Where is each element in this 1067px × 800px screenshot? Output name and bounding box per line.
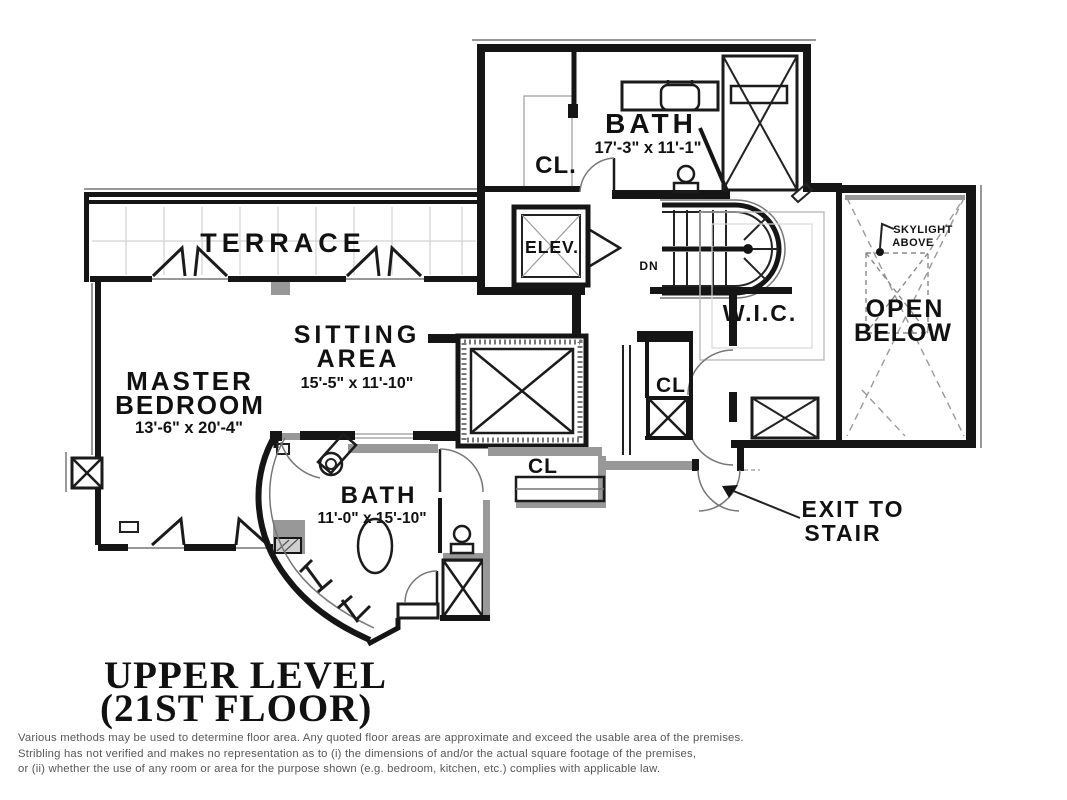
elevator-label: ELEV.	[525, 237, 579, 257]
toilet-upper	[672, 164, 700, 194]
skylight-leader-line	[879, 222, 895, 249]
bath-curved-wall	[255, 432, 375, 643]
skylight-label-1: SKYLIGHT	[893, 224, 953, 236]
upper-bath-dims: 17'-3" x 11'-1"	[595, 139, 702, 157]
elevator-door	[589, 228, 623, 268]
bath-right-wall	[803, 44, 811, 192]
room-upper-bath: CL. BATH 17'-3" x 11'-1"	[472, 39, 816, 294]
sitting-area-label-2: AREA	[317, 345, 400, 373]
round-sink	[318, 451, 344, 477]
shower-upper	[698, 54, 799, 192]
column-box	[65, 452, 104, 492]
small-closet: CL	[645, 342, 693, 440]
room-terrace: TERRACE	[84, 188, 480, 295]
exit-arrow	[722, 485, 801, 519]
bath-left-wall	[477, 44, 485, 294]
terrace-bottom-wall	[90, 276, 152, 282]
disclaimer-line-2: Stribling has not verified and makes no …	[18, 748, 696, 760]
skylight-annotation: SKYLIGHT ABOVE	[876, 222, 953, 256]
bath-angled-door	[280, 432, 358, 479]
open-below-label-1: OPEN	[866, 295, 945, 323]
skylight-label-2: ABOVE	[892, 237, 934, 249]
upper-closet-label: CL.	[535, 152, 577, 179]
bath-top-wall	[477, 44, 811, 52]
elevator-lobby: ELEV.	[477, 204, 623, 338]
master-bottom-wall	[98, 544, 128, 551]
disclaimer: Various methods may be used to determine…	[18, 732, 744, 775]
master-door-swings	[150, 515, 270, 547]
room-open-below: OPEN BELOW SKYLIGHT ABOVE	[790, 182, 982, 448]
exit-area: EXIT TO STAIR	[604, 440, 904, 546]
small-closet-label: CL	[656, 374, 686, 397]
wic-dresser	[750, 396, 820, 440]
terrace-pilaster	[271, 282, 290, 295]
exit-label-1: EXIT TO	[801, 496, 904, 522]
master-bedroom-label-1: MASTER	[126, 366, 254, 396]
hall-closet-label: CL	[528, 455, 558, 478]
open-below-label-2: BELOW	[854, 319, 952, 347]
master-bedroom-label-2: BEDROOM	[115, 390, 265, 420]
bath-entry-door	[579, 157, 616, 193]
exit-label-2: STAIR	[804, 520, 881, 546]
upper-bath-label: BATH	[605, 108, 697, 139]
stair-dn-label: DN	[639, 259, 658, 273]
title-line-2: (21ST FLOOR)	[100, 687, 372, 730]
terrace-label: TERRACE	[200, 228, 366, 258]
bath-bottom-wall	[612, 190, 730, 199]
title-block: UPPER LEVEL (21ST FLOOR)	[100, 654, 387, 730]
shaft-box	[428, 333, 589, 449]
terrace-left-wall	[84, 192, 89, 282]
skylight-outline	[865, 252, 929, 334]
title-line-1: UPPER LEVEL	[104, 654, 387, 697]
vanity-sink	[620, 80, 720, 112]
room-master-bedroom: MASTER BEDROOM 13'-6" x 20'-4"	[65, 282, 288, 551]
terrace-top-wall	[86, 192, 478, 197]
bath-corner-block	[273, 520, 305, 554]
wall-chamfer	[790, 182, 814, 204]
bathtub	[356, 517, 394, 575]
room-wic: W.I.C.	[687, 211, 841, 466]
hall-closets: CL CL	[348, 331, 693, 508]
sitting-area-dims: 15'-5" x 11'-10"	[301, 375, 414, 392]
wall-break	[119, 521, 139, 533]
disclaimer-line-1: Various methods may be used to determine…	[18, 732, 744, 744]
sitting-area-label-1: SITTING	[294, 321, 421, 349]
hall-closet: CL	[348, 444, 606, 508]
toilet-lower	[438, 498, 489, 562]
open-below-dashes	[846, 197, 965, 437]
room-lower-bath: BATH 11'-0" x 15'-10"	[255, 431, 490, 647]
master-bedroom-dims: 13'-6" x 20'-4"	[135, 419, 243, 437]
terrace-door-swings	[151, 244, 423, 278]
upper-closet: CL.	[523, 48, 578, 189]
bath-lower-door	[404, 570, 439, 604]
shower-bench	[396, 602, 440, 620]
exit-door-swings	[697, 469, 760, 512]
shower-lower	[440, 500, 490, 621]
bath-top-door	[438, 448, 484, 493]
disclaimer-line-3: or (ii) whether the use of any room or a…	[18, 763, 660, 775]
staircase: DN	[639, 199, 792, 299]
lower-bath-label: BATH	[341, 482, 418, 509]
elevator-box: ELEV.	[511, 204, 591, 288]
